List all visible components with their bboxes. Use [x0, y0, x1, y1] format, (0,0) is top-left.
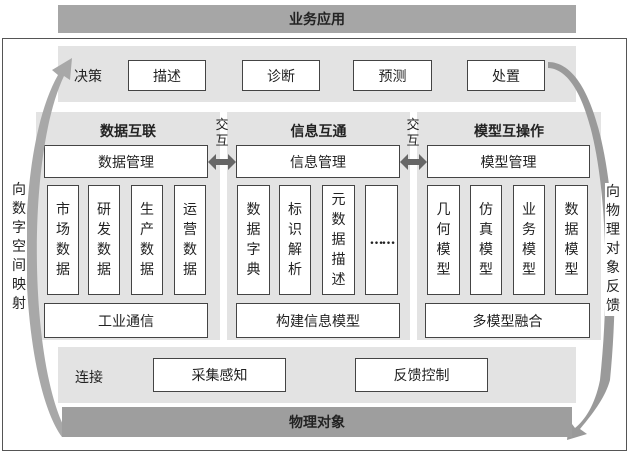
- column-box: 数据模型: [555, 185, 588, 295]
- feedback-control-box: 反馈控制: [355, 358, 488, 392]
- decision-label: 决策: [74, 69, 102, 85]
- column-box: 生产数据: [131, 185, 163, 295]
- column-box: 研发数据: [88, 185, 120, 295]
- decision-describe: 描述: [128, 60, 206, 91]
- connection-label: 连接: [75, 370, 103, 386]
- column-box: 市场数据: [47, 185, 79, 295]
- industrial-comm-box: 工业通信: [44, 303, 208, 338]
- interaction-label: 交互: [215, 118, 229, 149]
- column-text: 几何模型: [436, 202, 451, 278]
- panel-title: 模型互操作: [474, 124, 544, 140]
- column-text: 数据字典: [246, 202, 261, 278]
- left-curved-arrow-icon: [26, 58, 72, 437]
- column-text: 标识解析: [288, 202, 302, 278]
- column-text: ……: [369, 232, 396, 248]
- info-management-box: 信息管理: [236, 145, 400, 178]
- outer-frame: [2, 38, 627, 451]
- column-box: 数据字典: [237, 185, 270, 295]
- column-box: 标识解析: [279, 185, 311, 295]
- right-curved-arrow-icon: [548, 62, 615, 440]
- multi-model-fusion-box: 多模型融合: [425, 303, 590, 338]
- map-to-digital-space-label: 向数字空间映射: [11, 181, 27, 314]
- column-box: 业务模型: [513, 185, 545, 295]
- model-management-box: 模型管理: [427, 145, 590, 178]
- column-box: 元数据描述: [322, 185, 355, 295]
- column-text: 市场数据: [56, 202, 70, 278]
- column-text: 仿真模型: [479, 202, 493, 278]
- column-box-ellipsis: ……: [365, 185, 398, 295]
- collect-sense-box: 采集感知: [153, 358, 286, 392]
- double-arrow-icon: [400, 154, 427, 170]
- data-management-box: 数据管理: [44, 145, 208, 178]
- decision-dispose: 处置: [467, 60, 545, 91]
- panel-title: 数据互联: [100, 124, 156, 140]
- feedback-to-physical-label: 向物理对象反馈: [605, 183, 621, 316]
- column-text: 运营数据: [183, 202, 197, 278]
- column-text: 业务模型: [522, 202, 536, 278]
- column-box: 运营数据: [174, 185, 206, 295]
- panel-title: 信息互通: [290, 124, 347, 140]
- interaction-label: 交互: [406, 118, 420, 149]
- decision-predict: 预测: [353, 60, 432, 91]
- column-text: 研发数据: [97, 202, 111, 278]
- column-text: 生产数据: [140, 202, 154, 278]
- physical-object-bar: 物理对象: [62, 407, 572, 437]
- decision-diagnose: 诊断: [242, 60, 320, 91]
- connection-band: [58, 347, 576, 403]
- column-text: 元数据描述: [331, 192, 346, 288]
- build-info-model-box: 构建信息模型: [236, 303, 400, 338]
- column-text: 数据模型: [564, 202, 579, 278]
- business-application-bar: 业务应用: [58, 5, 576, 33]
- column-box: 仿真模型: [470, 185, 502, 295]
- double-arrow-icon: [208, 154, 236, 170]
- column-box: 几何模型: [427, 185, 460, 295]
